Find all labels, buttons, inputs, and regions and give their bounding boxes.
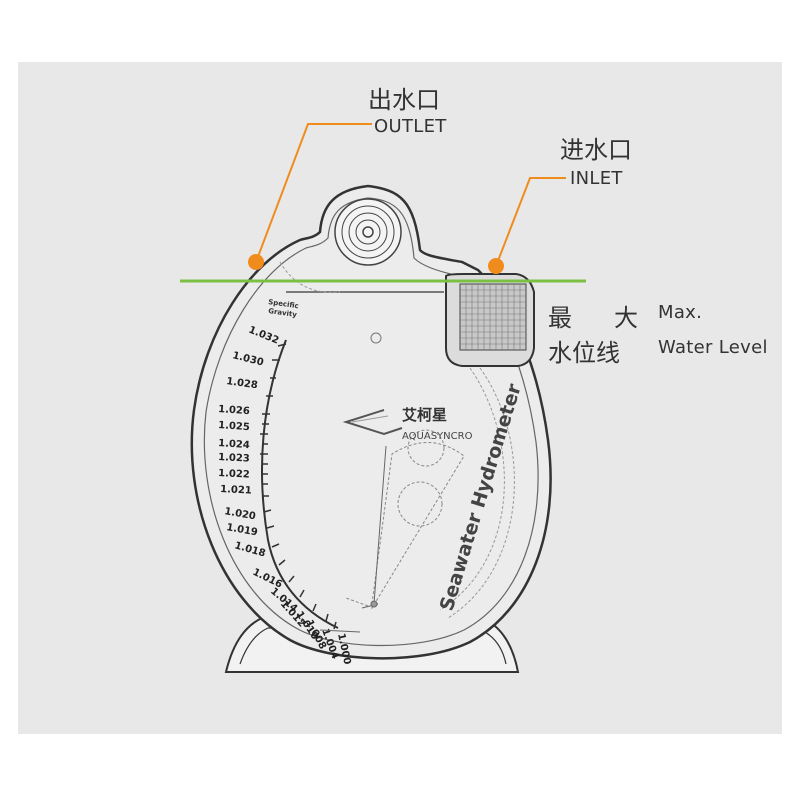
brand-en-text: AQUASYNCRO: [402, 431, 473, 442]
scale-label: 1.019: [225, 522, 258, 538]
scale-label: 1.023: [218, 452, 250, 465]
max-level-label-en-2: Water Level: [658, 337, 768, 358]
inlet-chamber: [445, 273, 535, 367]
scale-tick: [263, 509, 272, 513]
pointer-needle: [361, 445, 387, 609]
scale-tick: [266, 525, 275, 529]
scale-tick: [271, 543, 280, 548]
scale-tick: [277, 343, 287, 347]
scale-tick: [333, 621, 337, 630]
scale-tick: [299, 589, 305, 598]
outlet-label-en: OUTLET: [374, 116, 447, 137]
inlet-label-en: INLET: [570, 168, 623, 189]
scale-label: 1.022: [218, 468, 250, 481]
gravity-label: Gravity: [268, 307, 298, 319]
outlet-marker: [248, 254, 264, 270]
scale-arc: [261, 339, 339, 629]
pointer-arm: [345, 429, 465, 610]
scale-tick: [325, 613, 329, 622]
inlet-label-cn: 进水口: [560, 136, 632, 164]
top-knob: [334, 198, 402, 266]
outlet-callout: [248, 123, 372, 270]
max-level-label-cn-2: 水位线: [548, 339, 620, 367]
scale-label: 1.028: [226, 376, 259, 391]
inlet-callout: [488, 177, 566, 274]
screw-icon: [370, 332, 382, 344]
scale-ticks: [260, 343, 337, 630]
scale-label: 1.024: [218, 438, 250, 451]
outlet-label-cn: 出水口: [368, 86, 440, 114]
max-level-label-cn-1: 最大: [548, 304, 680, 332]
brand-cn-text: 艾柯星: [402, 406, 447, 424]
scale-label: 1.020: [223, 506, 256, 522]
scale-tick: [312, 603, 317, 612]
inlet-marker: [488, 258, 504, 274]
max-level-label-en-1: Max.: [658, 302, 703, 323]
scale-label: 1.026: [218, 404, 250, 417]
scale-label: 1.021: [220, 484, 252, 497]
scale-tick: [278, 559, 286, 566]
scale-tick: [288, 575, 295, 583]
brand-logo: [342, 409, 403, 436]
scale-label: 1.025: [218, 420, 250, 433]
